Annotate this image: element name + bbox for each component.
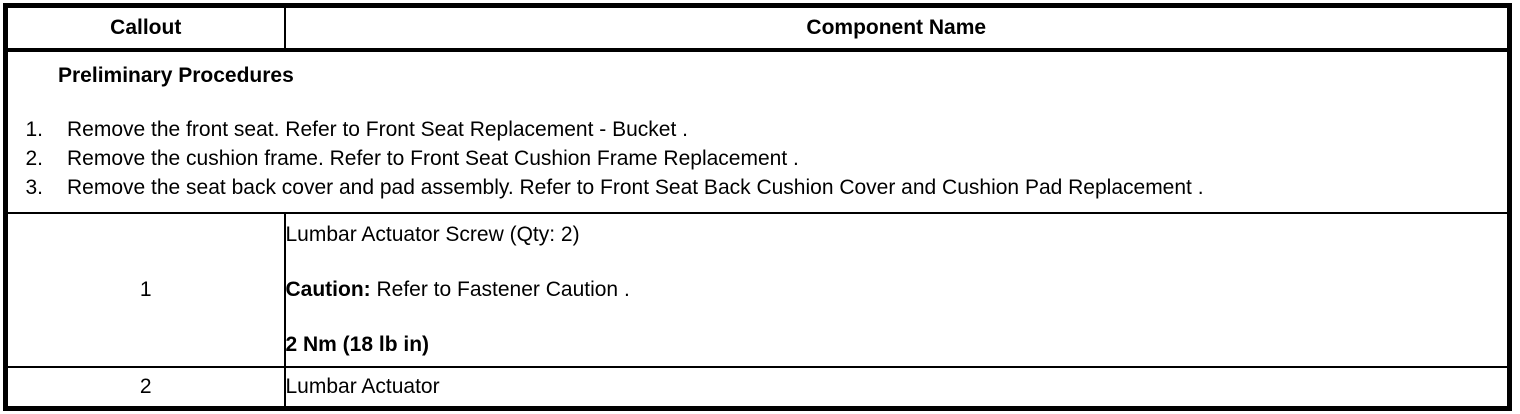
preliminary-steps-list: 1. Remove the front seat. Refer to Front… — [8, 115, 1507, 202]
step-text: Remove the cushion frame. Refer to Front… — [67, 147, 799, 170]
step-number: 1. — [25, 118, 43, 141]
step-number: 3. — [25, 176, 43, 199]
component-cell-1: Lumbar Actuator Screw (Qty: 2) Caution: … — [283, 212, 1511, 368]
header-component-name: Component Name — [283, 4, 1511, 52]
step-number: 2. — [25, 147, 43, 170]
table-header-row: Callout Component Name — [4, 4, 1511, 52]
component-name-value: Lumbar Actuator — [283, 366, 1511, 410]
torque-spec: 2 Nm (18 lb in) — [285, 333, 430, 356]
step-text: Remove the front seat. Refer to Front Se… — [67, 118, 688, 141]
header-callout: Callout — [4, 4, 286, 52]
procedure-step-1: 1. Remove the front seat. Refer to Front… — [8, 115, 1507, 144]
callout-value-1: 1 — [4, 212, 286, 368]
preliminary-title: Preliminary Procedures — [58, 64, 294, 87]
step-text: Remove the seat back cover and pad assem… — [67, 176, 1204, 199]
component-callout-table: Callout Component Name Preliminary Proce… — [3, 3, 1512, 411]
procedure-step-3: 3. Remove the seat back cover and pad as… — [8, 173, 1507, 202]
component-row-2: 2 Lumbar Actuator — [4, 366, 1511, 410]
procedure-step-2: 2. Remove the cushion frame. Refer to Fr… — [8, 144, 1507, 173]
caution-text: Refer to Fastener Caution . — [370, 278, 630, 301]
caution-label: Caution: — [285, 278, 371, 301]
caution-note: Caution: Refer to Fastener Caution . — [286, 277, 1508, 302]
component-name-value: Lumbar Actuator Screw (Qty: 2) — [285, 223, 580, 246]
component-row-1: 1 Lumbar Actuator Screw (Qty: 2) Caution… — [4, 212, 1511, 368]
callout-value-2: 2 — [4, 366, 286, 410]
preliminary-cell: Preliminary Procedures 1. Remove the fro… — [4, 49, 1511, 214]
preliminary-procedures-row: Preliminary Procedures 1. Remove the fro… — [4, 49, 1511, 214]
